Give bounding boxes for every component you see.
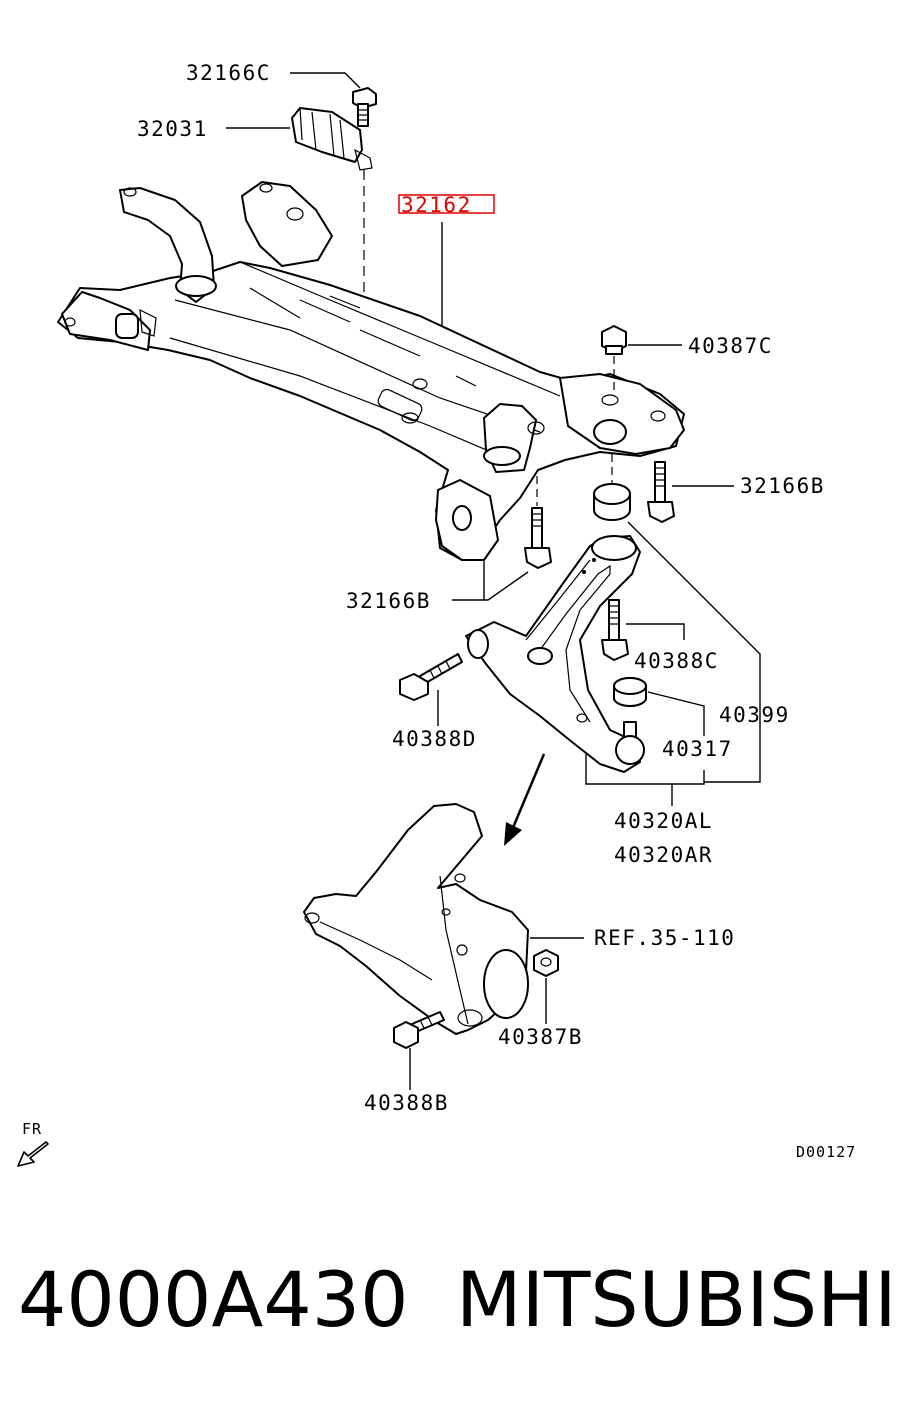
assembly-arrow	[504, 753, 546, 846]
steering-knuckle	[303, 803, 529, 1035]
label-32162: 32162	[401, 193, 472, 217]
nut-40387c	[601, 325, 627, 355]
crossmember-32162	[57, 181, 685, 561]
lower-arm-40320	[465, 535, 641, 773]
label-40399: 40399	[719, 703, 790, 727]
bolt-32166c	[352, 87, 377, 127]
label-40388d: 40388D	[392, 727, 477, 751]
nut-40387b	[533, 949, 559, 977]
bolt-32166b-right	[647, 461, 675, 523]
bushing-40317	[613, 677, 647, 707]
bolt-40388b	[393, 1011, 445, 1049]
brand-name: MITSUBISHI	[456, 1255, 897, 1344]
direction-label: FR	[22, 1120, 42, 1138]
diagram-code: D00127	[796, 1143, 856, 1161]
bracket-32031	[291, 107, 373, 171]
label-32031: 32031	[137, 117, 208, 141]
front-direction-arrow-icon	[17, 1141, 49, 1167]
label-32166c: 32166C	[186, 61, 271, 85]
label-ref-35-110: REF.35-110	[594, 926, 735, 950]
bushing-upper	[593, 483, 631, 521]
bolt-32166b-middle	[524, 507, 552, 569]
label-40387b: 40387B	[498, 1025, 583, 1049]
label-40320ar: 40320AR	[614, 843, 713, 867]
part-number: 4000A430	[18, 1255, 409, 1344]
bolt-40388c	[601, 599, 629, 661]
label-40388c: 40388C	[634, 649, 719, 673]
ball-joint	[615, 721, 645, 765]
label-40317: 40317	[662, 737, 733, 761]
label-40320al: 40320AL	[614, 809, 713, 833]
label-32166b-right: 32166B	[740, 474, 825, 498]
bolt-40388d	[399, 653, 463, 701]
highlight-box-32162	[398, 194, 495, 214]
label-32166b-middle: 32166B	[346, 589, 431, 613]
label-40388b: 40388B	[364, 1091, 449, 1115]
label-40387c: 40387C	[688, 334, 773, 358]
